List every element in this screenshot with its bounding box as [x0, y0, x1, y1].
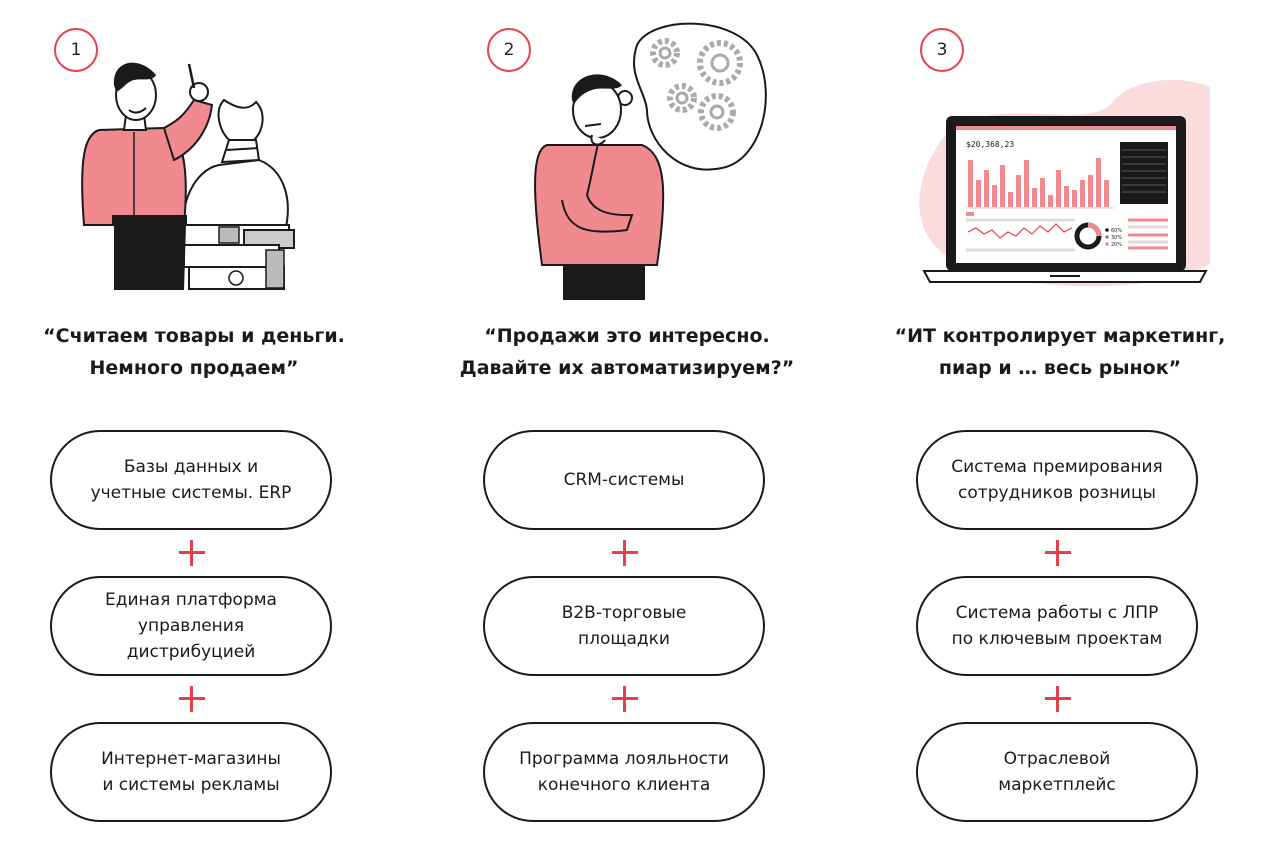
- plus-icon: [612, 686, 638, 712]
- solution-pill: CRM-системы: [483, 430, 765, 530]
- quote: “Считаем товары и деньги. Немного продае…: [43, 325, 345, 379]
- column-1: 1 “Считаем товары и деньги. Немного прод…: [43, 0, 345, 857]
- plus-icon: [1045, 686, 1071, 712]
- dashboard-amount: $20,368,23: [966, 140, 1014, 149]
- column-2: 2 “Продажи это интересно.: [460, 0, 794, 857]
- plus-icon: [612, 540, 638, 566]
- man-with-money-illustration: [81, 62, 295, 290]
- plus-icon: [179, 686, 205, 712]
- quote: “ИТ контролирует маркетинг, пиар и … вес…: [894, 325, 1226, 379]
- svg-text:20%: 20%: [1111, 242, 1122, 248]
- plus-icon: [179, 540, 205, 566]
- step-number: 3: [920, 28, 964, 72]
- plus-icon: [1045, 540, 1071, 566]
- quote: “Продажи это интересно. Давайте их автом…: [459, 325, 795, 379]
- step-number: 2: [487, 28, 531, 72]
- column-3: 3 $20,368,23: [895, 0, 1225, 857]
- svg-text:60%: 60%: [1111, 228, 1122, 234]
- thinking-man-illustration: [534, 22, 767, 300]
- laptop-dashboard-illustration: $20,368,23: [919, 79, 1210, 287]
- svg-text:30%: 30%: [1111, 235, 1122, 241]
- step-number: 1: [54, 28, 98, 72]
